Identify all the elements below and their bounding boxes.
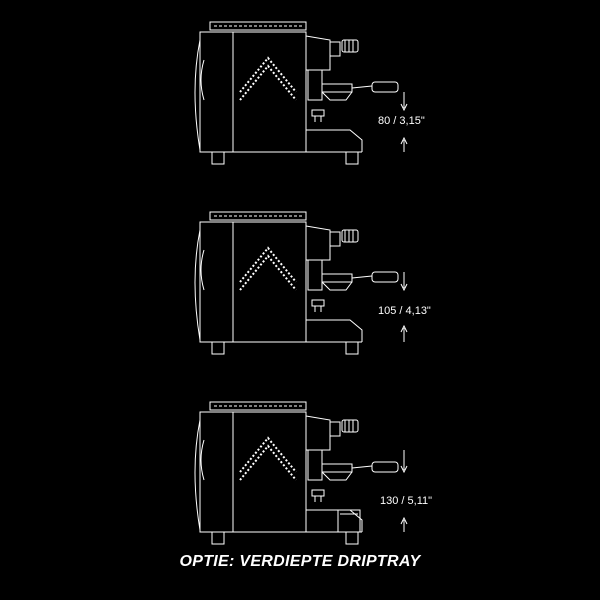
dimension-label-1: 80 / 3,15" xyxy=(378,115,425,127)
dimension-arrow-2 xyxy=(400,272,408,342)
machine-view-1: 80 / 3,15" xyxy=(194,21,425,165)
machine-view-3: 130 / 5,11" xyxy=(194,401,432,545)
dimension-arrow-3 xyxy=(400,450,408,532)
dimension-arrow-1 xyxy=(400,92,408,152)
dimension-label-2: 105 / 4,13" xyxy=(378,305,431,317)
caption: OPTIE: VERDIEPTE DRIPTRAY xyxy=(179,553,421,570)
deep-driptray xyxy=(337,509,361,533)
dimension-label-3: 130 / 5,11" xyxy=(380,495,432,507)
machine-view-2: 105 / 4,13" xyxy=(194,211,431,355)
